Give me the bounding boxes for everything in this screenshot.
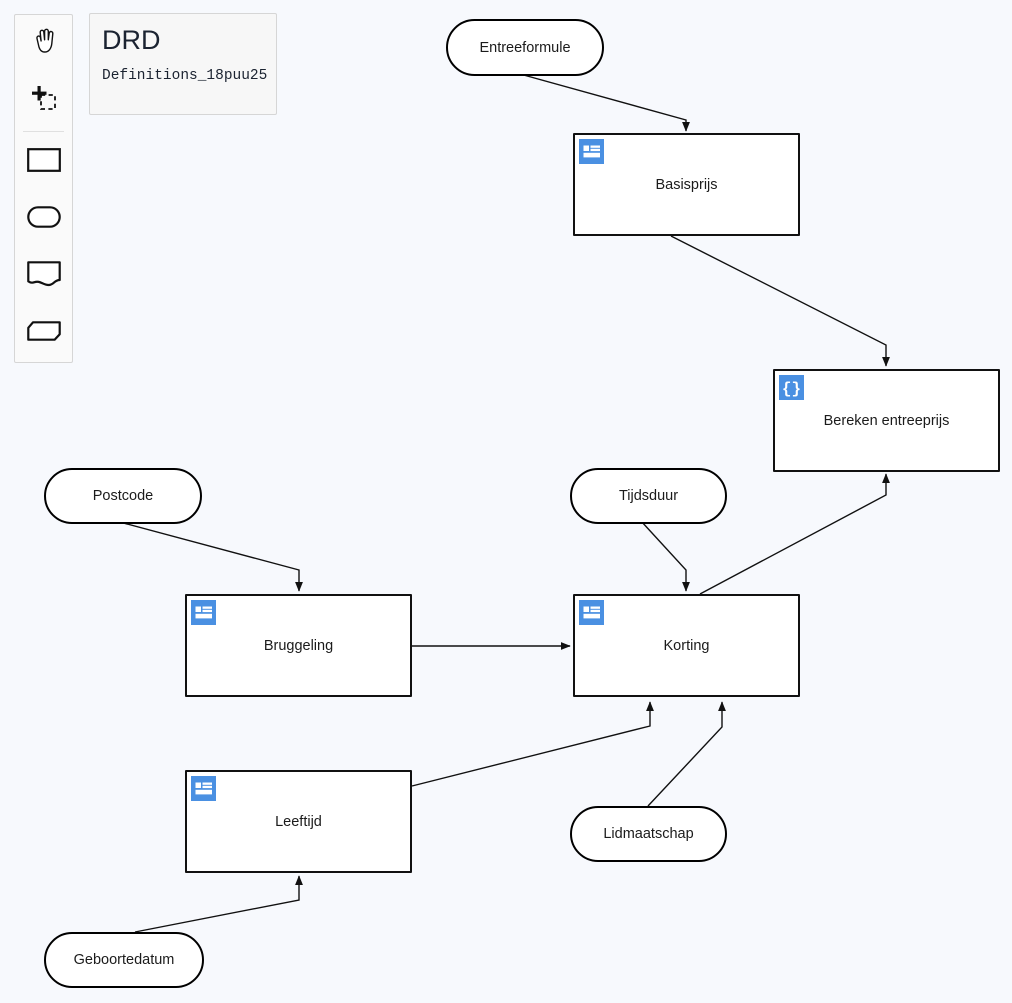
information-requirement-entreeformule-to-basisprijs[interactable]: [519, 73, 690, 132]
dmn-node-korting[interactable]: Korting: [573, 594, 800, 697]
node-label: Bruggeling: [263, 637, 334, 654]
decision-table-icon[interactable]: [191, 600, 216, 625]
drd-definitions-id: Definitions_18puu25: [102, 68, 268, 84]
palette-create-input-data[interactable]: [15, 191, 72, 248]
dmn-node-tijdsduur[interactable]: Tijdsduur: [570, 468, 727, 524]
dmn-node-lidmaatschap[interactable]: Lidmaatschap: [570, 806, 727, 862]
dmn-node-geboortedatum[interactable]: Geboortedatum: [44, 932, 204, 988]
palette-create-decision[interactable]: [15, 134, 72, 191]
input-data-stadium-icon: [26, 206, 61, 233]
information-requirement-geboortedatum-to-leeftijd[interactable]: [134, 875, 303, 933]
information-requirement-postcode-to-bruggeling[interactable]: [115, 520, 303, 592]
palette-marquee-tool[interactable]: [15, 72, 72, 129]
decision-table-icon[interactable]: [191, 776, 216, 801]
dmn-node-postcode[interactable]: Postcode: [44, 468, 202, 524]
information-requirement-tijdsduur-to-korting[interactable]: [640, 520, 690, 592]
information-requirement-basisprijs-to-bereken[interactable]: [670, 235, 890, 367]
dmn-node-bereken[interactable]: {} Bereken entreeprijs: [773, 369, 1000, 472]
decision-rectangle-icon: [26, 148, 61, 177]
literal-expression-icon[interactable]: {}: [779, 375, 804, 400]
palette-create-business-knowledge-model[interactable]: [15, 305, 72, 362]
dmn-node-leeftijd[interactable]: Leeftijd: [185, 770, 412, 873]
palette-divider: [23, 131, 64, 132]
dmn-node-entreeformule[interactable]: Entreeformule: [446, 19, 604, 76]
information-requirement-leeftijd-to-korting[interactable]: [411, 701, 654, 787]
business-knowledge-model-icon: [26, 321, 61, 346]
information-requirement-lidmaatschap-to-korting[interactable]: [647, 701, 726, 807]
palette-create-knowledge-source[interactable]: [15, 248, 72, 305]
node-label: Korting: [663, 637, 710, 654]
decision-table-icon[interactable]: [579, 600, 604, 625]
node-label: Postcode: [92, 488, 154, 504]
palette[interactable]: [14, 14, 73, 363]
node-label: Tijdsduur: [618, 488, 679, 504]
decision-table-icon[interactable]: [579, 139, 604, 164]
dmn-node-bruggeling[interactable]: Bruggeling: [185, 594, 412, 697]
node-label: Bereken entreeprijs: [823, 412, 950, 429]
svg-text:{}: {}: [782, 380, 801, 398]
node-label: Entreeformule: [479, 39, 571, 56]
knowledge-source-icon: [26, 261, 61, 292]
drd-title: DRD: [102, 25, 161, 55]
palette-lasso-tool[interactable]: [15, 15, 72, 72]
node-label: Basisprijs: [655, 176, 718, 193]
hand-icon: [28, 25, 60, 62]
dmn-node-basisprijs[interactable]: Basisprijs: [573, 133, 800, 236]
node-label: Lidmaatschap: [603, 826, 694, 842]
information-requirement-korting-to-bereken[interactable]: [699, 473, 890, 595]
node-label: Geboortedatum: [73, 952, 175, 968]
marquee-select-icon: [28, 82, 60, 119]
drd-info-panel[interactable]: DRD Definitions_18puu25: [89, 13, 277, 115]
palette-group-tools: [15, 15, 72, 362]
node-label: Leeftijd: [275, 813, 322, 830]
